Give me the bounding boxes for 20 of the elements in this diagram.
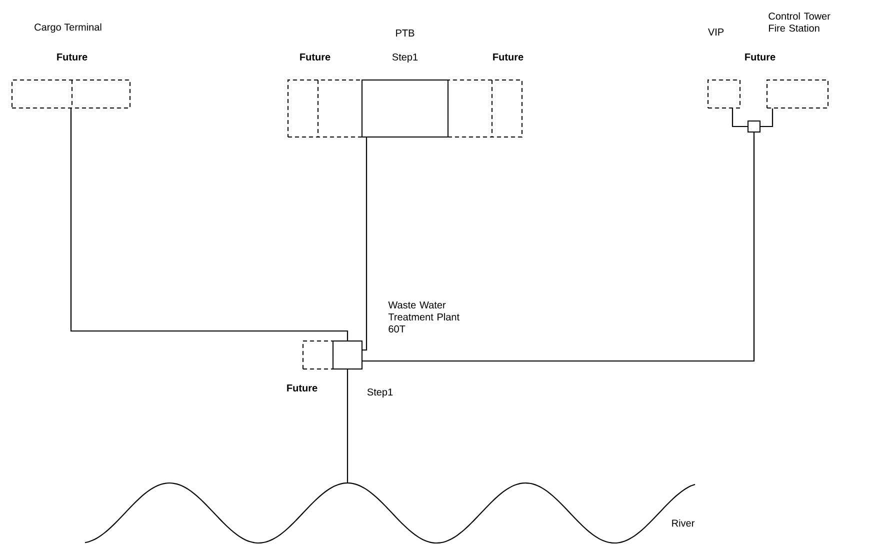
building-label: Future [300,54,330,60]
building-label: Step1 [367,388,393,398]
building-label: VIP [708,28,724,36]
pipe-line [362,132,755,362]
pipe-line [732,108,748,128]
building-label: Future [57,54,88,60]
building-label: PTB [396,30,414,36]
building-label: Future [287,384,318,392]
river-label: River [672,519,694,527]
building-label: Step1 [392,53,418,63]
building-label: Waste Water Treatment Plant 60T [388,302,460,332]
junction-box [748,120,760,132]
building-label: Cargo Terminal [34,23,102,33]
pipe-line [70,108,348,340]
building-label: Future [745,54,776,60]
pipe-line [362,138,368,351]
pipe-line [760,108,774,128]
building-label: Future [493,54,524,60]
pipe-line [346,370,348,483]
building-label: Control Tower Fire Station [768,12,830,32]
